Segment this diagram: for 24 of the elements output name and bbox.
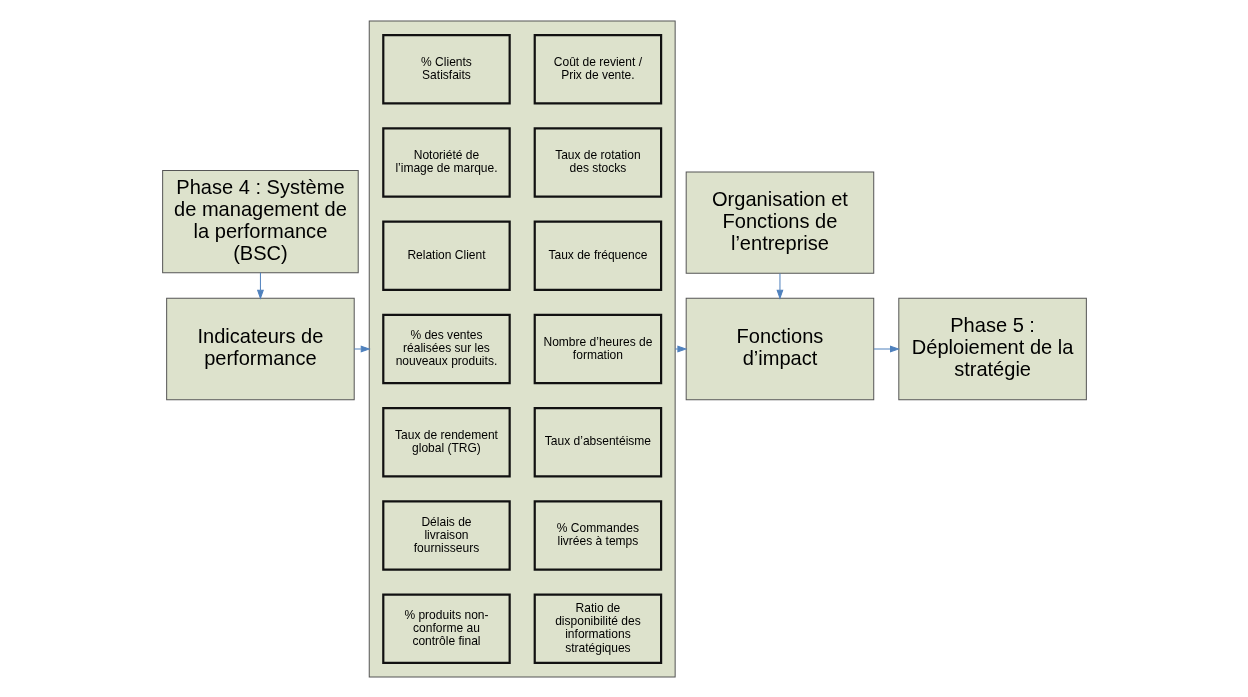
node-box: % Clients Satisfaits xyxy=(381,33,511,104)
arrow xyxy=(256,271,264,299)
node-box: Taux de fréquence xyxy=(533,220,662,291)
node-box: Taux de rotation des stocks xyxy=(533,126,662,198)
node-box: Phase 5 : Déploiement de la stratégie xyxy=(897,297,1087,400)
node-box: Notoriété de l’image de marque. xyxy=(381,126,511,198)
node-box: Taux de rendement global (TRG) xyxy=(381,406,511,477)
node-box: Nombre d’heures de formation xyxy=(533,313,662,384)
node-box: Organisation et Fonctions de l’entreprise xyxy=(685,171,874,274)
node-box: Fonctions d’impact xyxy=(685,297,874,400)
arrow xyxy=(872,345,899,352)
node-box: % produits non-conforme au contrôle final xyxy=(381,593,511,664)
node-box: Relation Client xyxy=(381,220,511,291)
arrow xyxy=(353,345,370,352)
node-box: % Commandes livrées à temps xyxy=(533,499,662,571)
node-box: Délais de livraison fournisseurs xyxy=(381,499,511,571)
node-box: % des ventes réalisées sur les nouveaux produits. xyxy=(381,313,511,384)
arrow xyxy=(674,345,686,352)
node-box: Indicateurs de performance xyxy=(165,297,355,400)
node-box: Taux d’absentéisme xyxy=(533,406,662,477)
node-box: Coût de revient / Prix de vente. xyxy=(533,33,662,104)
arrow xyxy=(776,272,783,299)
node-box: Phase 4 : Système de management de la performance (BSC) xyxy=(161,169,359,273)
node-box: Ratio de disponibilité des informations stratégiques xyxy=(533,593,662,664)
